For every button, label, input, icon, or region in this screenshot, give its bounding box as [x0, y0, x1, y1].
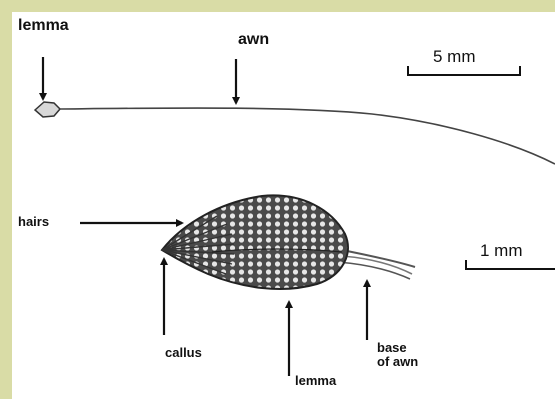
- figure-frame: lemma awn 5 mm hairs 1 mm callus lemma b…: [12, 12, 555, 399]
- scale-5mm-label: 5 mm: [433, 48, 476, 66]
- lemma-top-label: lemma: [18, 18, 69, 35]
- seed-diagram-drawing: [12, 12, 555, 399]
- awn-label: awn: [238, 32, 269, 49]
- awn-line: [60, 108, 555, 164]
- scale-1mm-label: 1 mm: [480, 242, 523, 260]
- lemma-bottom-label: lemma: [295, 374, 336, 388]
- callus-label: callus: [165, 346, 202, 360]
- base-of-awn-label: base of awn: [377, 341, 418, 368]
- scale-bar-5mm: [407, 66, 521, 76]
- awned-seed-overview: [35, 102, 555, 164]
- enlarged-seed: [162, 195, 415, 289]
- small-lemma-shape: [35, 102, 60, 117]
- lemma-body: [162, 195, 348, 289]
- scale-bar-1mm: [465, 260, 555, 270]
- hairs-label: hairs: [18, 215, 49, 229]
